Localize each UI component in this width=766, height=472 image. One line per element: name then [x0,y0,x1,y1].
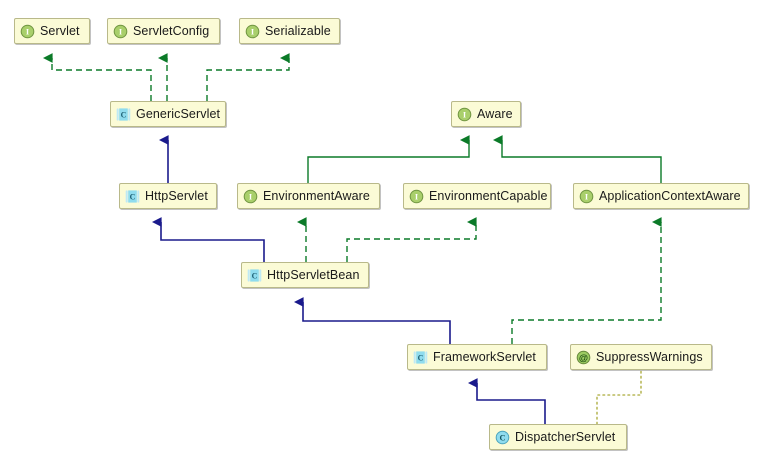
abstract-class-icon: C [125,189,140,204]
node-environmentcapable[interactable]: I EnvironmentCapable [403,183,551,209]
node-label: EnvironmentCapable [429,188,548,203]
abstract-class-icon: C [116,107,131,122]
svg-text:C: C [121,110,127,119]
node-label: Aware [477,106,513,121]
node-frameworkservlet[interactable]: C FrameworkServlet [407,344,547,370]
node-label: Servlet [40,23,80,38]
edge-environmentaware-extends-aware [307,135,470,183]
interface-icon: I [579,189,594,204]
svg-text:I: I [249,192,252,201]
edge-httpservletbean-extends-httpservlet [151,217,265,262]
interface-icon: I [409,189,424,204]
svg-text:I: I [585,192,588,201]
svg-text:I: I [415,192,418,201]
interface-icon: I [20,24,35,39]
node-label: FrameworkServlet [433,349,537,364]
svg-text:C: C [130,192,136,201]
class-icon: C [495,430,510,445]
edge-genericservlet-implements-serializable [206,53,290,101]
svg-text:C: C [418,353,424,362]
svg-text:C: C [252,271,258,280]
node-genericservlet[interactable]: C GenericServlet [110,101,226,127]
interface-icon: I [457,107,472,122]
node-label: ApplicationContextAware [599,188,741,203]
svg-text:C: C [499,433,505,442]
interface-icon: I [113,24,128,39]
node-aware[interactable]: I Aware [451,101,521,127]
node-servlet[interactable]: I Servlet [14,18,90,44]
svg-text:I: I [463,110,466,119]
node-label: GenericServlet [136,106,221,121]
node-httpservlet[interactable]: C HttpServlet [119,183,217,209]
node-serializable[interactable]: I Serializable [239,18,340,44]
interface-icon: I [245,24,260,39]
node-servletconfig[interactable]: I ServletConfig [107,18,220,44]
edge-genericservlet-implements-servlet [42,53,152,101]
node-label: Serializable [265,23,331,38]
node-suppresswarnings[interactable]: @ SuppressWarnings [570,344,712,370]
edge-frameworkservlet-implements-applicationcontextaware [511,217,662,344]
svg-text:I: I [119,27,122,36]
node-applicationcontextaware[interactable]: I ApplicationContextAware [573,183,749,209]
node-label: HttpServlet [145,188,208,203]
svg-text:I: I [26,27,29,36]
edge-frameworkservlet-extends-httpservletbean [293,297,451,344]
interface-icon: I [243,189,258,204]
abstract-class-icon: C [413,350,428,365]
edge-dispatcherservlet-annotation-suppresswarnings [596,370,642,425]
annotation-icon: @ [576,350,591,365]
node-label: EnvironmentAware [263,188,370,203]
edge-applicationcontextaware-extends-aware [492,135,662,183]
svg-text:@: @ [579,351,588,362]
node-dispatcherservlet[interactable]: C DispatcherServlet [489,424,627,450]
node-label: SuppressWarnings [596,349,703,364]
edge-httpservletbean-implements-environmentcapable [346,217,477,262]
abstract-class-icon: C [247,268,262,283]
node-httpservletbean[interactable]: C HttpServletBean [241,262,369,288]
node-environmentaware[interactable]: I EnvironmentAware [237,183,380,209]
edge-dispatcherservlet-extends-frameworkservlet [467,378,546,424]
node-label: DispatcherServlet [515,429,616,444]
svg-text:I: I [251,27,254,36]
node-label: ServletConfig [133,23,210,38]
node-label: HttpServletBean [267,267,360,282]
